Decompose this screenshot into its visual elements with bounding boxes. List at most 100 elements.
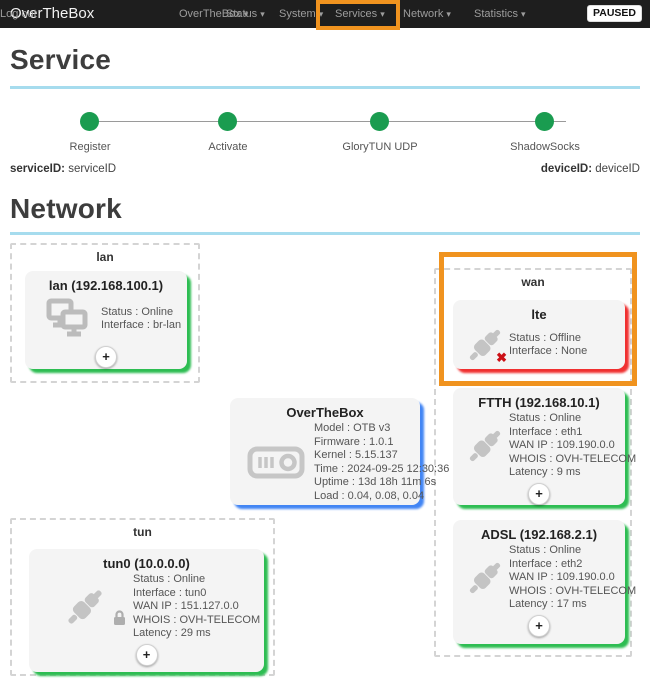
tun0-expand-button[interactable]: + [135,643,158,666]
nav-item-network[interactable]: Network▾ [403,0,451,28]
lte-card: lte ✖ Status : Offline Inter [453,300,625,369]
ftth-expand-button[interactable]: + [528,482,550,505]
section-divider [10,86,640,89]
lock-icon [112,610,127,626]
lan-card: lan (192.168.100.1) St [25,271,187,369]
status-line: Status : Online [509,544,582,556]
section-divider [10,232,640,235]
caret-down-icon: ▾ [318,9,324,19]
offline-cross-icon: ✖ [496,350,507,365]
lan-expand-button[interactable]: + [95,346,117,368]
adsl-expand-button[interactable]: + [528,614,550,637]
ftth-card-lines: Status : Online Interface : eth1 WAN IP … [509,412,636,480]
lan-group: lan lan (192.168.100.1) [10,243,200,383]
device-id-value: deviceID [595,163,640,175]
paused-status-badge[interactable]: PAUSED [587,5,642,22]
status-line: Status : Online [509,412,582,424]
lan-card-title: lan (192.168.100.1) [48,278,164,293]
ftth-card-title: FTTH (192.168.10.1) [478,395,600,410]
nav-item-label: OverTheBox [179,8,241,20]
tun-group: tun tun0 (10.0.0.0) [10,518,275,676]
whois-line: WHOIS : OVH-TELECOM [509,452,637,465]
nav-item-status[interactable]: Status▾ [226,0,265,28]
wanip-line: WAN IP : 109.190.0.0 [509,571,615,583]
nav-item-label: Log out [0,8,37,20]
nav-item-label: Status [226,8,258,20]
step-label-shadowsocks: ShadowSocks [510,141,580,153]
network-section-title: Network [10,193,122,224]
top-navbar: OverTheBox OverTheBox▾ Status▾ System▾ S… [0,0,650,28]
status-line: Status : Offline [509,331,581,344]
wan-group-label: wan [521,275,545,289]
latency-line: Latency : 29 ms [133,627,211,639]
wanip-line: WAN IP : 109.190.0.0 [509,439,615,451]
device-id: deviceID: deviceID [541,163,640,175]
adsl-card-lines: Status : Online Interface : eth2 WAN IP … [509,544,636,612]
nav-item-services[interactable]: Services▾ [335,0,385,28]
plug-icon [461,425,509,467]
otb-card-lines: Model : OTB v3 Firmware : 1.0.1 Kernel :… [314,422,449,503]
step-dot-glorytun [370,112,389,131]
interface-line: Interface : eth1 [509,425,583,438]
plug-icon [461,557,509,599]
step-label-register: Register [69,141,111,153]
tun-group-label: tun [133,525,152,539]
caret-down-icon: ▾ [380,9,385,19]
otb-card-title: OverTheBox [286,405,364,420]
lan-card-lines: Status : Online Interface : br-lan [101,306,181,333]
device-id-label: deviceID: [540,163,593,175]
status-line: Status : Online [133,573,206,585]
router-device-icon [238,446,314,480]
latency-line: Latency : 9 ms [509,466,581,478]
lte-card-title: lte [531,307,547,322]
nav-item-label: System [279,8,316,20]
interface-line: Interface : None [509,345,588,357]
nav-item-logout[interactable]: Log out [0,0,37,28]
brand-logo[interactable]: OverTheBox [10,5,95,22]
tun0-card: tun0 (10.0.0.0) [29,549,264,672]
kernel-line: Kernel : 5.15.137 [314,449,398,461]
wan-group: wan lte ✖ Status : Offline [434,268,636,657]
overthebox-device-card: OverTheBox Model : OTB v3 Firmware : 1.0… [230,398,449,505]
plug-secure-icon [37,584,133,630]
adsl-card: ADSL (192.168.2.1) Status : Online Int [453,520,636,644]
service-section-title: Service [10,44,112,75]
nav-item-statistics[interactable]: Statistics▾ [474,0,526,28]
stepper-track [90,121,566,122]
nav-item-label: Services [335,8,378,20]
caret-down-icon: ▾ [243,9,249,19]
whois-line: WHOIS : OVH-TELECOM [133,613,261,626]
load-line: Load : 0.04, 0.08, 0.04 [314,489,425,502]
service-id-value: serviceID [68,163,117,175]
nav-item-system[interactable]: System▾ [279,0,323,28]
interface-line: Interface : tun0 [133,586,207,599]
caret-down-icon: ▾ [521,9,526,19]
uptime-line: Uptime : 13d 18h 11m 6s [314,476,437,488]
tun0-card-title: tun0 (10.0.0.0) [103,556,190,571]
step-label-activate: Activate [208,141,248,153]
caret-down-icon: ▾ [260,9,265,19]
status-line: Status : Online [101,305,174,318]
adsl-card-title: ADSL (192.168.2.1) [480,527,598,542]
latency-line: Latency : 17 ms [509,598,587,610]
plug-offline-icon: ✖ [461,324,509,366]
firmware-line: Firmware : 1.0.1 [314,435,394,448]
step-dot-activate [218,112,237,131]
tun0-card-lines: Status : Online Interface : tun0 WAN IP … [133,573,260,641]
lan-group-label: lan [96,250,114,264]
nav-item-label: Network [403,8,444,20]
nav-item-label: Statistics [474,8,519,20]
wanip-line: WAN IP : 151.127.0.0 [133,600,239,612]
service-ids-row: serviceID: serviceID deviceID: deviceID [10,163,640,175]
lte-card-lines: Status : Offline Interface : None [509,332,587,359]
caret-down-icon: ▾ [446,9,451,19]
whois-line: WHOIS : OVH-TELECOM [509,584,637,597]
step-label-glorytun: GloryTUN UDP [342,141,418,153]
step-dot-register [80,112,99,131]
step-dot-shadowsocks [535,112,554,131]
service-id-label: serviceID: [10,163,65,175]
interface-line: Interface : br-lan [101,319,182,331]
interface-line: Interface : eth2 [509,557,583,570]
nav-item-overthebox[interactable]: OverTheBox▾ [179,0,248,28]
ftth-card: FTTH (192.168.10.1) Status : Online In [453,388,636,505]
